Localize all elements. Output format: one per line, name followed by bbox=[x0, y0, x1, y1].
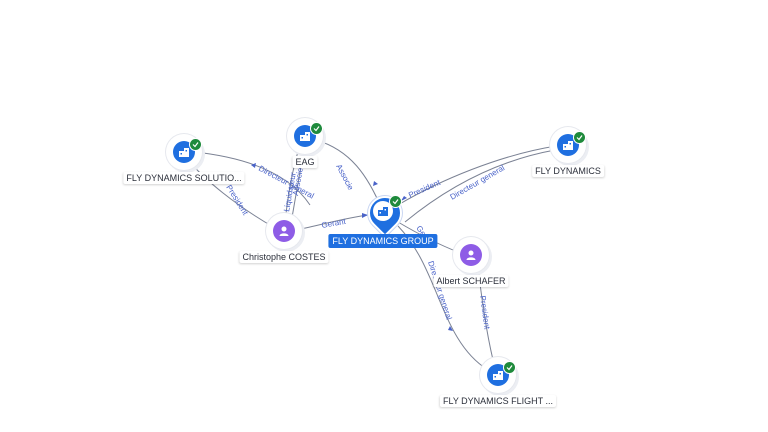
edge-costes-solutions-dir[interactable] bbox=[194, 151, 311, 206]
person-icon bbox=[460, 244, 482, 266]
edge-label-main-flight: Directeur general bbox=[426, 260, 454, 321]
node-label: FLY DYNAMICS bbox=[532, 165, 604, 177]
node-label: FLY DYNAMICS FLIGHT ... bbox=[439, 395, 557, 407]
edge-arrow bbox=[362, 213, 368, 218]
edge-label-flydynamics-main-dir: Directeur general bbox=[449, 163, 507, 202]
verified-check-icon bbox=[310, 122, 323, 135]
edge-label-solutions-costes-pres: President bbox=[224, 183, 250, 217]
edge-label-main-flydynamics-pres: President bbox=[407, 178, 442, 200]
edge-arrow bbox=[401, 196, 407, 201]
company-icon bbox=[373, 201, 393, 221]
edge-label-costes-main: Gerant bbox=[321, 217, 347, 230]
edge-main-flydynamics-pres[interactable] bbox=[397, 145, 557, 206]
verified-check-icon bbox=[573, 131, 586, 144]
verified-check-icon bbox=[389, 195, 402, 208]
edge-arrow bbox=[373, 181, 378, 186]
edge-label-eag-main: Associe bbox=[334, 163, 355, 192]
verified-check-icon bbox=[189, 138, 202, 151]
node-label: Christophe COSTES bbox=[239, 251, 329, 263]
person-icon bbox=[273, 220, 295, 242]
edge-arrow bbox=[251, 163, 256, 168]
node-label: Albert SCHAFER bbox=[433, 275, 509, 287]
node-label: FLY DYNAMICS SOLUTIO... bbox=[123, 172, 245, 184]
edge-label-schafer-flight: President bbox=[478, 295, 492, 330]
edge-flydynamics-main-dir[interactable] bbox=[404, 149, 556, 223]
edge-arrow bbox=[448, 326, 453, 331]
node-label: FLY DYNAMICS GROUP bbox=[328, 234, 438, 248]
edge-costes-main[interactable] bbox=[295, 214, 369, 231]
node-label: EAG bbox=[292, 156, 318, 168]
verified-check-icon bbox=[503, 361, 516, 374]
